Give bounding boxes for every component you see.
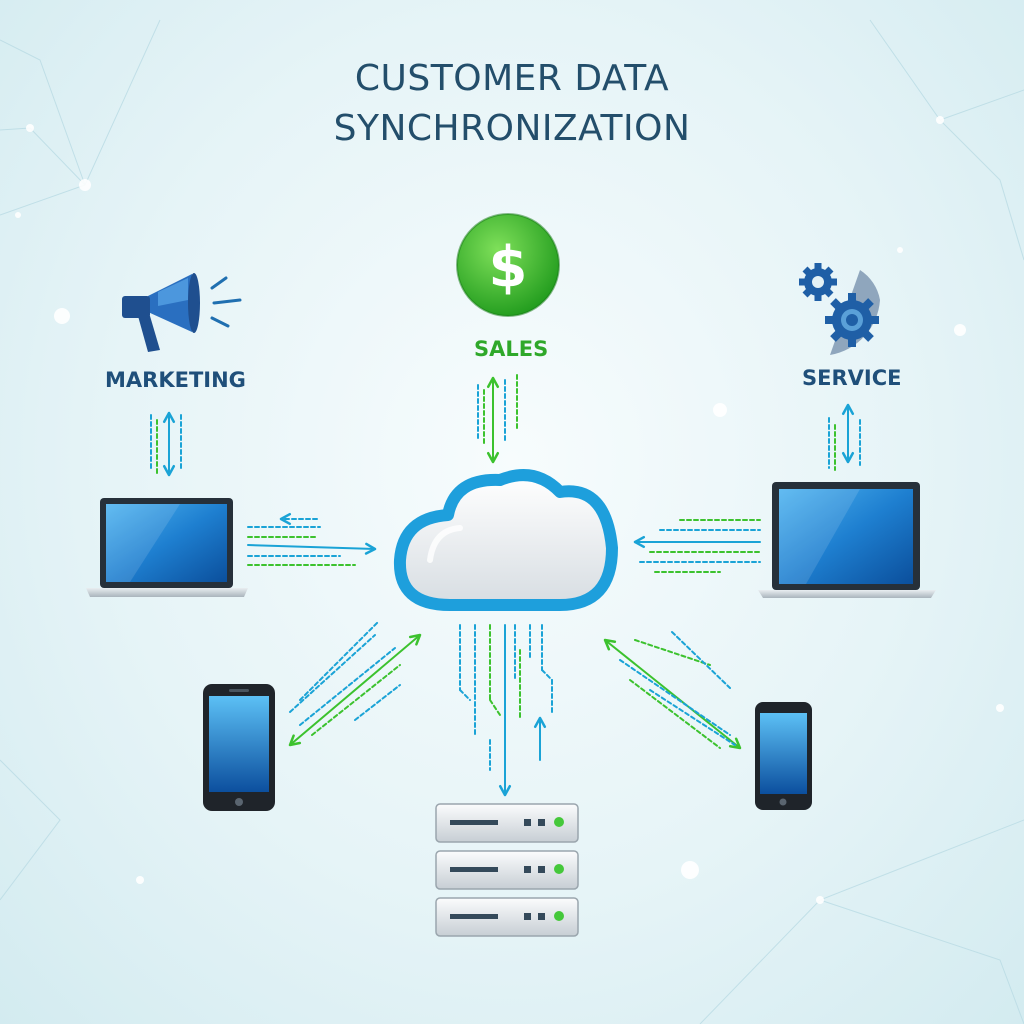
- sync-arrows: [150, 374, 861, 797]
- sync-arrow-line: [629, 679, 721, 749]
- phone-left: [203, 684, 275, 811]
- arrow-head: [841, 451, 855, 464]
- arrow-head: [288, 734, 302, 747]
- sync-arrow-line: [619, 659, 731, 736]
- gears-icon: [799, 263, 880, 355]
- sync-arrow-line: [489, 699, 501, 716]
- sync-arrow-line: [299, 647, 396, 726]
- sync-arrow-line: [541, 669, 553, 681]
- arrow-head: [841, 403, 855, 416]
- sync-arrow-line: [634, 639, 711, 666]
- arrow-head: [486, 376, 500, 389]
- laptop-left: [86, 498, 248, 597]
- megaphone-icon: [122, 273, 242, 352]
- sync-arrow-line: [354, 684, 401, 721]
- sync-arrow-line: [299, 621, 379, 701]
- arrow-head: [279, 512, 292, 526]
- arrow-head: [728, 737, 742, 750]
- laptop-right: [758, 482, 936, 598]
- arrow-head: [162, 464, 176, 477]
- arrow-head: [364, 542, 377, 555]
- server-stack: [435, 803, 579, 937]
- title-line-2: SYNCHRONIZATION: [333, 108, 691, 149]
- sync-arrow-line: [459, 689, 471, 701]
- server-unit: [435, 897, 579, 937]
- svg-text:$: $: [489, 235, 528, 300]
- phone-right: [755, 702, 812, 810]
- sync-arrow-line: [311, 664, 401, 736]
- sync-arrow-line: [604, 639, 741, 749]
- arrow-head: [498, 784, 512, 797]
- arrow-head: [408, 633, 422, 646]
- sales-label: SALES: [474, 337, 549, 361]
- sync-arrow-line: [671, 631, 731, 689]
- arrow-head: [603, 638, 617, 651]
- arrow-head: [162, 411, 176, 424]
- title-line-1: CUSTOMER DATA: [354, 58, 670, 99]
- sync-arrow-line: [649, 689, 736, 746]
- sync-arrow-line: [247, 544, 376, 550]
- arrow-head: [486, 451, 500, 464]
- server-unit: [435, 803, 579, 843]
- sync-arrow-line: [289, 634, 421, 746]
- sync-arrow-line: [289, 634, 376, 713]
- background-dots: [15, 116, 1004, 904]
- arrow-head: [533, 716, 547, 729]
- arrow-head: [633, 535, 646, 549]
- server-unit: [435, 850, 579, 890]
- cloud-icon: [393, 469, 618, 611]
- dollar-sign-icon: $: [456, 213, 560, 317]
- marketing-label: MARKETING: [105, 368, 246, 392]
- service-label: SERVICE: [802, 366, 902, 390]
